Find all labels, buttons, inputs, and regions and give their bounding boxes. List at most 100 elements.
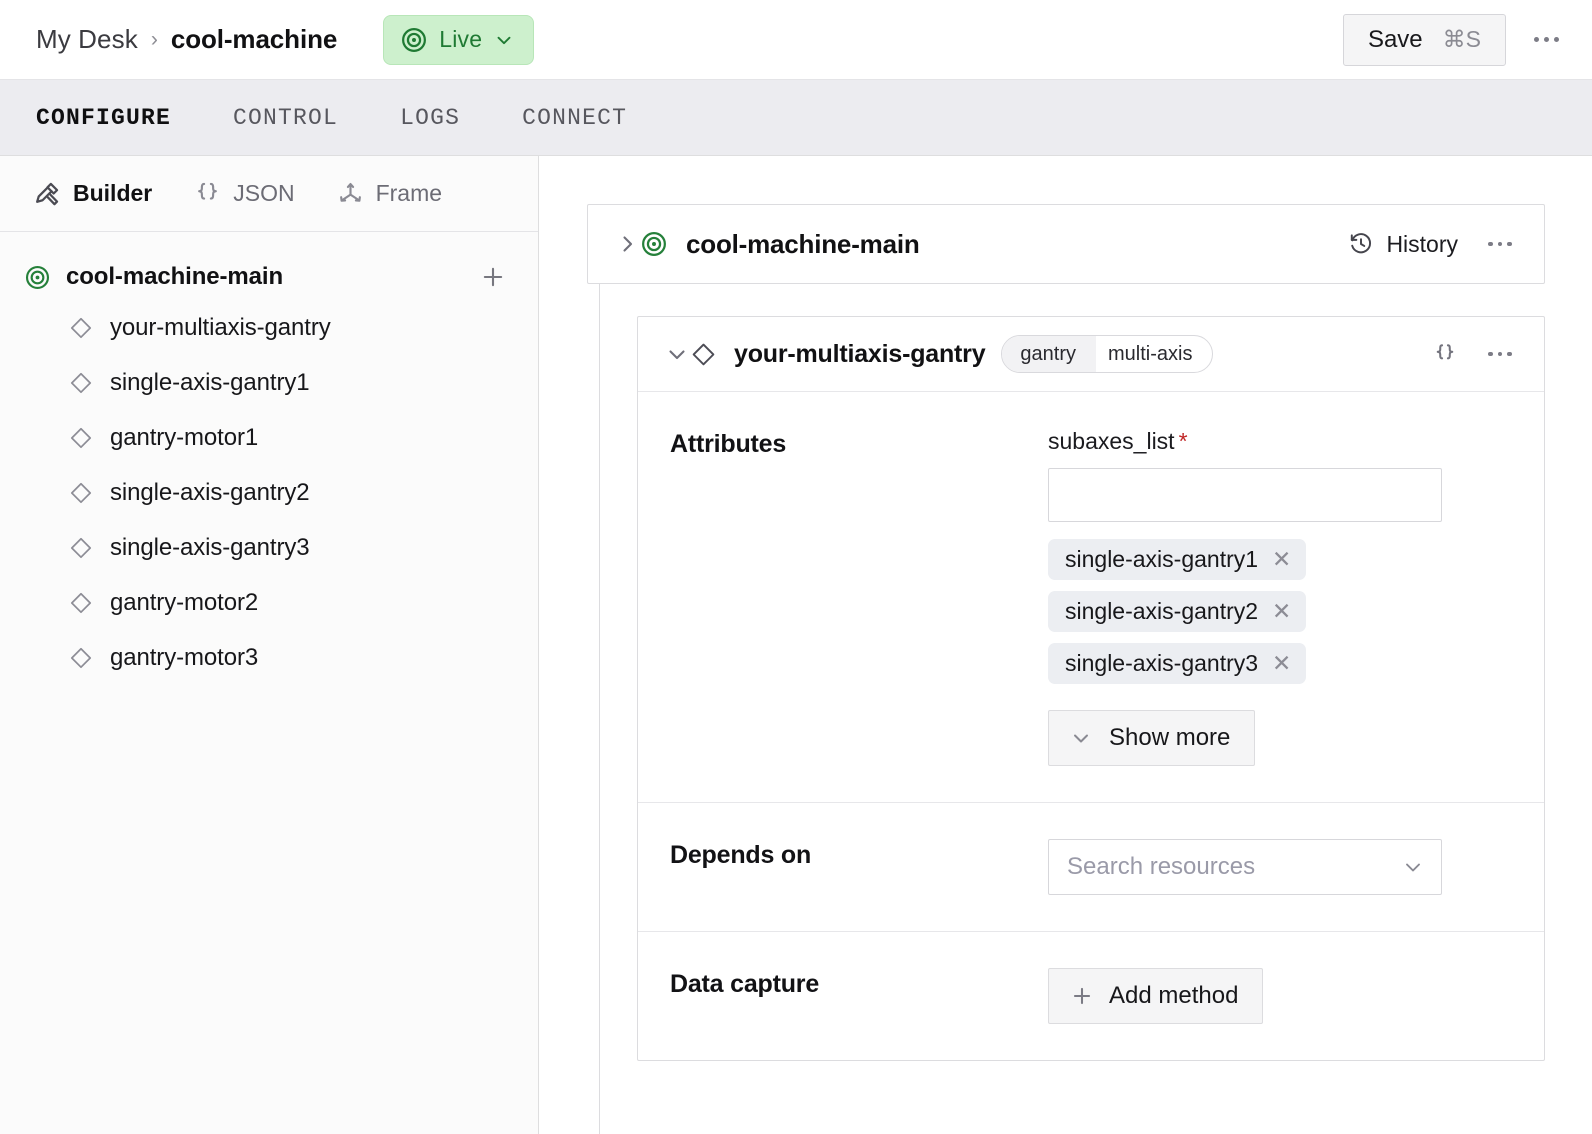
save-shortcut-hint: ⌘S [1442, 26, 1481, 52]
add-method-button[interactable]: Add method [1048, 968, 1264, 1024]
show-more-button[interactable]: Show more [1048, 710, 1256, 766]
tab-control[interactable]: CONTROL [233, 104, 339, 131]
tree-item-label: single-axis-gantry2 [110, 478, 310, 506]
data-capture-label: Data capture [670, 970, 820, 998]
plus-icon [1069, 983, 1095, 1009]
attributes-section: Attributes subaxes_list* single-axis-gan… [638, 392, 1544, 803]
top-bar-more-menu-icon[interactable] [1524, 18, 1568, 62]
tree-item-label: gantry-motor1 [110, 423, 259, 451]
subaxes-list-label-text: subaxes_list [1048, 428, 1175, 454]
diamond-icon [68, 535, 94, 561]
save-button[interactable]: Save ⌘S [1342, 13, 1506, 66]
depends-on-section: Depends on Search resources [638, 803, 1544, 932]
resource-card-your-multiaxis-gantry: your-multiaxis-gantry gantry multi-axis [637, 316, 1545, 1061]
sidebar-mode-bar: Builder JSON [0, 156, 538, 232]
diamond-icon [68, 315, 94, 341]
chip-single-axis-gantry3: single-axis-gantry3 ✕ [1048, 643, 1307, 684]
live-status-label: Live [439, 26, 483, 52]
mode-json[interactable]: JSON [194, 180, 295, 207]
resource-type-breadcrumb-pill[interactable]: gantry multi-axis [1001, 335, 1214, 373]
search-resources-select[interactable]: Search resources [1048, 839, 1442, 895]
diamond-icon [68, 370, 94, 396]
depends-on-label: Depends on [670, 841, 812, 869]
tree-item-label: gantry-motor3 [110, 643, 259, 671]
depends-on-body: Search resources [1048, 839, 1518, 895]
add-resource-plus-icon[interactable] [476, 260, 510, 294]
close-icon[interactable]: ✕ [1272, 650, 1292, 676]
diamond-icon [68, 645, 94, 671]
chevron-right-icon[interactable] [614, 231, 640, 257]
chip-single-axis-gantry2: single-axis-gantry2 ✕ [1048, 591, 1307, 632]
tree-item-label: gantry-motor2 [110, 588, 259, 616]
machine-card-more-menu-icon[interactable] [1478, 222, 1522, 266]
mode-frame-label: Frame [375, 180, 443, 206]
subaxes-list-input[interactable] [1048, 468, 1442, 522]
breadcrumb-separator: › [150, 28, 158, 51]
main-tab-bar: CONFIGURE CONTROL LOGS CONNECT [0, 80, 1592, 156]
tree-item-label: single-axis-gantry3 [110, 533, 310, 561]
resource-card-actions [1432, 332, 1522, 376]
history-button[interactable]: History [1342, 225, 1464, 264]
live-status-dropdown[interactable]: Live [383, 14, 535, 65]
breadcrumb-current-machine: cool-machine [170, 24, 338, 54]
tab-logs[interactable]: LOGS [400, 104, 461, 131]
close-icon[interactable]: ✕ [1272, 598, 1292, 624]
tree-item-label: your-multiaxis-gantry [110, 313, 331, 341]
tree-root-cool-machine-main[interactable]: cool-machine-main [0, 254, 538, 300]
tree-item-single-axis-gantry1[interactable]: single-axis-gantry1 [0, 355, 538, 410]
diamond-icon [690, 341, 717, 368]
tab-configure[interactable]: CONFIGURE [36, 104, 172, 131]
chip-single-axis-gantry1: single-axis-gantry1 ✕ [1048, 539, 1307, 580]
chip-label: single-axis-gantry3 [1065, 650, 1259, 676]
tab-connect[interactable]: CONNECT [522, 104, 628, 131]
tools-icon [34, 180, 61, 207]
save-button-label: Save [1367, 25, 1423, 53]
tree-item-label: single-axis-gantry1 [110, 368, 310, 396]
chip-label: single-axis-gantry2 [1065, 598, 1259, 624]
mode-builder-label: Builder [73, 180, 153, 206]
search-resources-placeholder: Search resources [1067, 853, 1256, 880]
tree-item-gantry-motor1[interactable]: gantry-motor1 [0, 410, 538, 465]
chevron-down-icon [1401, 855, 1425, 879]
mode-frame[interactable]: Frame [337, 180, 442, 207]
chevron-down-icon[interactable] [664, 341, 690, 367]
machine-card: cool-machine-main History [587, 204, 1545, 284]
machine-card-actions: History [1342, 222, 1522, 266]
required-asterisk: * [1178, 428, 1188, 454]
breadcrumb-my-desk[interactable]: My Desk [36, 24, 138, 54]
chip-label: single-axis-gantry1 [1065, 546, 1259, 572]
mode-json-label: JSON [233, 180, 295, 206]
resource-card-header: your-multiaxis-gantry gantry multi-axis [638, 317, 1544, 392]
tree-root-label: cool-machine-main [66, 263, 284, 290]
tree-item-your-multiaxis-gantry[interactable]: your-multiaxis-gantry [0, 300, 538, 355]
tree-connector-line [599, 284, 600, 1134]
tree-item-single-axis-gantry2[interactable]: single-axis-gantry2 [0, 465, 538, 520]
subaxes-chip-list: single-axis-gantry1 ✕ single-axis-gantry… [1048, 539, 1518, 684]
top-bar: My Desk › cool-machine Live Save ⌘S [0, 0, 1592, 80]
attributes-label: Attributes [670, 430, 787, 458]
history-button-label: History [1386, 230, 1458, 257]
data-capture-body: Add method [1048, 968, 1518, 1024]
resource-tree: cool-machine-main your-multiaxis-gantry … [0, 232, 538, 685]
add-method-label: Add method [1109, 982, 1239, 1009]
tree-item-gantry-motor2[interactable]: gantry-motor2 [0, 575, 538, 630]
attributes-body: subaxes_list* single-axis-gantry1 ✕ sing… [1048, 428, 1518, 766]
close-icon[interactable]: ✕ [1272, 546, 1292, 572]
tree-item-gantry-motor3[interactable]: gantry-motor3 [0, 630, 538, 685]
mode-builder[interactable]: Builder [34, 180, 152, 207]
top-bar-actions: Save ⌘S [1342, 13, 1568, 66]
configuration-panel: cool-machine-main History [539, 156, 1592, 1134]
resource-type-api: gantry [1002, 336, 1096, 372]
chevron-down-icon [493, 29, 515, 51]
show-more-label: Show more [1109, 724, 1231, 751]
braces-icon[interactable] [1432, 341, 1458, 367]
chevron-down-icon [1069, 726, 1093, 750]
resource-card-more-menu-icon[interactable] [1478, 332, 1522, 376]
axes-icon [337, 180, 364, 207]
diamond-icon [68, 425, 94, 451]
sidebar: Builder JSON [0, 156, 539, 1134]
tree-item-single-axis-gantry3[interactable]: single-axis-gantry3 [0, 520, 538, 575]
history-clock-icon [1348, 231, 1374, 257]
data-capture-section: Data capture Add method [638, 932, 1544, 1060]
machine-card-title: cool-machine-main [686, 228, 920, 259]
